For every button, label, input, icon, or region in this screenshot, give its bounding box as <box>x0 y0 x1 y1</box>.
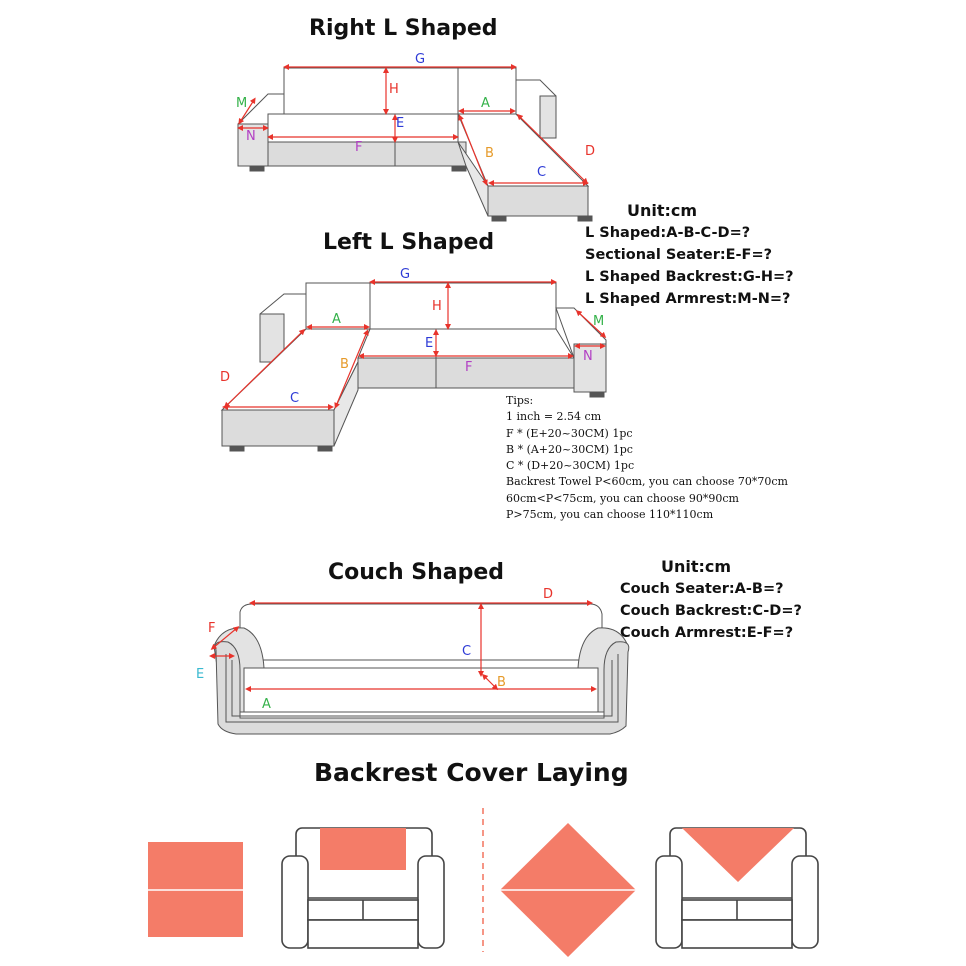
laid-diamond-towel <box>682 828 794 882</box>
sofa-foot <box>249 165 265 172</box>
couch-dimension-lines <box>209 600 597 692</box>
dim-label-b: B <box>485 146 494 161</box>
laid-square-towel <box>320 828 406 870</box>
tips-line: P>75cm, you can choose 110*110cm <box>506 508 714 522</box>
sofa-foot <box>589 391 605 398</box>
seat <box>357 328 575 359</box>
couch-dimension-labels: D C B A F E <box>196 587 553 712</box>
sofa-foot <box>491 215 507 222</box>
backrest-cover-laying-title: Backrest Cover Laying <box>314 758 629 787</box>
couch-trim <box>231 660 613 717</box>
chair-arm <box>791 855 819 949</box>
armrest-front <box>539 95 557 139</box>
tips-line: C * (D+20~30CM) 1pc <box>506 459 635 473</box>
tips-line: 60cm<P<75cm, you can choose 90*90cm <box>506 491 739 505</box>
dim-label-m: M <box>236 96 247 111</box>
l-unit-line: L Shaped Backrest:G-H=? <box>585 269 794 285</box>
tips-header: Tips: <box>506 394 534 407</box>
dim-label-h: H <box>389 82 399 97</box>
dim-label-c: C <box>290 391 299 406</box>
sofa-foot <box>317 445 333 452</box>
dim-label-e: E <box>425 336 433 351</box>
backrest-laying-illustrations <box>148 808 819 957</box>
couch-trim <box>225 654 619 723</box>
seat <box>267 113 459 143</box>
chaise-front <box>487 185 589 217</box>
couch-unit-header: Unit:cm <box>661 557 732 576</box>
chair-base <box>307 919 419 949</box>
dim-label-e: E <box>196 667 204 682</box>
couch-unit-line: Couch Seater:A-B=? <box>620 581 784 597</box>
dim-label-n: N <box>246 129 256 144</box>
tips-line: B * (A+20~30CM) 1pc <box>506 442 633 456</box>
tips-line: 1 inch = 2.54 cm <box>506 410 602 424</box>
right-l-dimension-lines <box>237 64 589 186</box>
dim-label-b: B <box>340 357 349 372</box>
left-l-dimension-labels: G H A E F B C D M N <box>220 267 604 406</box>
chair-arm <box>281 855 309 949</box>
couch-back <box>239 603 603 661</box>
chaise-front <box>221 409 335 447</box>
couch-unit-line: Couch Armrest:E-F=? <box>620 625 794 641</box>
l-unit-line: L Shaped Armrest:M-N=? <box>585 291 791 307</box>
couch-unit-block: Unit:cm Couch Seater:A-B=? Couch Backres… <box>620 556 802 644</box>
right-l-sofa-drawing <box>237 67 593 222</box>
couch-shaped-title: Couch Shaped <box>328 560 505 585</box>
sofa-foot <box>451 165 467 172</box>
dim-label-m: M <box>593 314 604 329</box>
sofa-foot <box>577 215 593 222</box>
couch-unit-line: Couch Backrest:C-D=? <box>620 603 802 619</box>
dim-label-f: F <box>208 621 215 636</box>
dim-label-c: C <box>462 644 471 659</box>
right-l-shaped-title: Right L Shaped <box>309 16 498 41</box>
dim-label-d: D <box>585 144 595 159</box>
dim-label-n: N <box>583 349 593 364</box>
dim-label-c: C <box>537 165 546 180</box>
dim-label-e: E <box>396 116 404 131</box>
seat-front <box>267 141 467 167</box>
armchair-square-laying <box>281 827 445 949</box>
dim-label-a: A <box>332 312 341 327</box>
l-unit-line: L Shaped:A-B-C-D=? <box>585 225 751 241</box>
seat-front <box>357 357 575 389</box>
left-l-shaped-title: Left L Shaped <box>323 230 495 255</box>
dim-label-a: A <box>262 697 271 712</box>
back-cushion <box>283 67 459 115</box>
sofa-foot <box>229 445 245 452</box>
dim-label-d: D <box>220 370 230 385</box>
left-l-dimension-lines <box>222 279 607 410</box>
dim-label-d: D <box>543 587 553 602</box>
right-l-dimension-labels: G H A E F B C D M N <box>236 52 595 180</box>
dim-label-h: H <box>432 299 442 314</box>
dim-label-g: G <box>400 267 410 282</box>
left-l-sofa-drawing <box>220 282 607 452</box>
l-shaped-unit-block: Unit:cm L Shaped:A-B-C-D=? Sectional Sea… <box>585 200 794 310</box>
chair-arm <box>655 855 683 949</box>
dim-label-g: G <box>415 52 425 67</box>
tips-line: Backrest Towel P<60cm, you can choose 70… <box>506 475 788 489</box>
couch-seat-top <box>243 667 599 713</box>
dim-label-b: B <box>497 675 506 690</box>
l-unit-line: Sectional Seater:E-F=? <box>585 247 773 263</box>
couch-sofa-drawing <box>213 603 630 735</box>
dim-label-a: A <box>481 96 490 111</box>
dim-label-f: F <box>355 140 362 155</box>
back-cushion <box>369 282 557 330</box>
tips-block: Tips: 1 inch = 2.54 cm F * (E+20~30CM) 1… <box>506 393 788 523</box>
chair-arm <box>417 855 445 949</box>
l-unit-header: Unit:cm <box>627 201 698 220</box>
chair-base <box>681 919 793 949</box>
tips-line: F * (E+20~30CM) 1pc <box>506 426 633 440</box>
dim-label-f: F <box>465 360 472 375</box>
